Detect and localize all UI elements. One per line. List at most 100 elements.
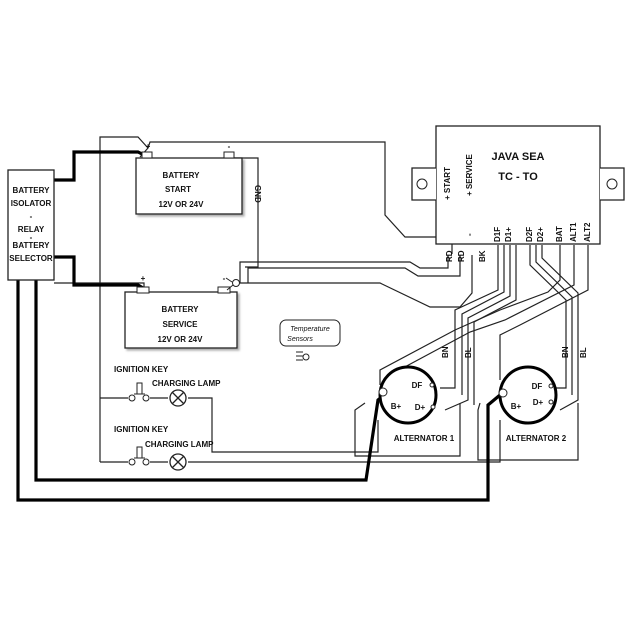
- isolator-line-5: -: [30, 233, 33, 242]
- sensor-line-1: Temperature: [290, 326, 330, 333]
- battery-service-minus-post: [217, 286, 231, 294]
- d2f-wire-a: [529, 245, 567, 389]
- alt2-dplus: D+: [533, 398, 544, 407]
- d1f-wire-b: [461, 245, 505, 395]
- battery-service: + - BATTERY SERVICE 12V OR 24V: [124, 274, 238, 349]
- isolator-line-3: -: [30, 212, 33, 221]
- sensor-callout: [279, 319, 341, 347]
- alt2-df: DF: [532, 382, 543, 391]
- alt1-wire: [387, 245, 575, 388]
- alt2-bplus-terminal: [498, 388, 508, 398]
- alternator-1: DF B+ D+ ALTERNATOR 1: [378, 365, 455, 443]
- terminal-alt2: ALT2: [583, 222, 592, 242]
- controller-body: [435, 125, 601, 245]
- alternator-2: DF B+ D+ ALTERNATOR 2: [498, 365, 567, 443]
- temperature-sensor: Temperature Sensors: [279, 319, 341, 361]
- d1f-wire-a: [440, 245, 499, 389]
- ignition-circuit-2: IGNITION KEY CHARGING LAMP: [114, 425, 214, 471]
- alt1-dplus: D+: [415, 403, 426, 412]
- isolator-line-6: BATTERY: [13, 241, 51, 250]
- terminal-bat: BAT: [555, 226, 564, 242]
- battery-service-plus-post: [136, 286, 150, 294]
- alt2-df-terminal: [548, 383, 554, 389]
- ignition-key-1-icon: [128, 382, 150, 402]
- alternator-2-body: [498, 365, 558, 425]
- thermometer-icon: [296, 351, 310, 361]
- alt2-b-plus-cable: [16, 280, 502, 502]
- lamp2-to-alt2-wire: [188, 420, 501, 463]
- start-battery-cable: [54, 150, 149, 182]
- d2p-wire-a: [541, 245, 579, 411]
- d1p-wire-b: [473, 245, 517, 405]
- battery-start-plus: +: [146, 142, 151, 151]
- battery-service-minus: -: [223, 274, 226, 283]
- ignition1-key-label: IGNITION KEY: [114, 365, 169, 374]
- alt1-dplus-terminal: [430, 404, 436, 410]
- wire-label-bn-2: BN: [561, 346, 570, 358]
- alt1-df: DF: [412, 381, 423, 390]
- battery-start-role: START: [165, 185, 191, 194]
- battery-service-voltage: 12V OR 24V: [158, 335, 204, 344]
- battery-service-body: [124, 291, 238, 349]
- ignition2-key-label: IGNITION KEY: [114, 425, 169, 434]
- battery-service-name: BATTERY: [162, 305, 200, 314]
- controller-subtitle: TC - TO: [498, 171, 538, 183]
- alt2-wire: [499, 245, 589, 380]
- alternator-1-label: ALTERNATOR 1: [394, 434, 455, 443]
- ignition2-lamp-label: CHARGING LAMP: [145, 440, 214, 449]
- shunt-connector-icon: [225, 277, 240, 291]
- isolator-line-7: SELECTOR: [9, 254, 53, 263]
- lamp1-to-alt1-wire: [188, 397, 379, 453]
- alt1-bplus: B+: [391, 402, 402, 411]
- wire-label-bl-1: BL: [464, 347, 473, 358]
- ignition1-lamp-label: CHARGING LAMP: [152, 379, 221, 388]
- wire-label-bn-1: BN: [441, 346, 450, 358]
- thin-wires: [54, 136, 589, 463]
- rd-wire-1: [239, 255, 449, 283]
- alternator-2-label: ALTERNATOR 2: [506, 434, 567, 443]
- battery-start-minus: -: [228, 142, 231, 151]
- wire-label-rd-2: RD: [457, 250, 466, 262]
- battery-start-body: [135, 157, 243, 215]
- right-mount-hole-icon: [606, 178, 618, 190]
- terminal-start: + START: [443, 167, 452, 200]
- battery-start-voltage: 12V OR 24V: [159, 200, 205, 209]
- wire-label-rd-1: RD: [445, 250, 454, 262]
- alt2-dplus-terminal: [548, 399, 554, 405]
- terminal-d1p: D1+: [504, 227, 513, 242]
- alternator-1-body: [378, 365, 438, 425]
- terminal-minus: -: [465, 233, 474, 236]
- charging-lamp-1-icon: [169, 389, 187, 407]
- alt2-bplus: B+: [511, 402, 522, 411]
- d2f-wire-b: [535, 245, 573, 395]
- rd-wire-2: [247, 255, 461, 283]
- terminal-service: + SERVICE: [465, 153, 474, 196]
- main-cables: [16, 150, 502, 502]
- bat-wire: [379, 245, 561, 385]
- left-mount-hole-icon: [416, 178, 428, 190]
- alt1-df-terminal: [429, 382, 435, 388]
- bk-wire: [233, 255, 473, 308]
- alt1-base: [354, 402, 461, 457]
- gnd-label: GND: [253, 185, 262, 203]
- battery-start-plus-post: [141, 151, 153, 159]
- terminal-d2f: D2F: [525, 227, 534, 242]
- terminal-alt1: ALT1: [569, 222, 578, 242]
- controller-title: JAVA SEA: [492, 151, 545, 163]
- battery-start-name: BATTERY: [163, 171, 201, 180]
- battery-start: + - BATTERY START 12V OR 24V: [135, 142, 243, 215]
- isolator-box: [7, 169, 55, 281]
- ignition-key-2-icon: [128, 446, 150, 466]
- battery-service-role: SERVICE: [163, 320, 199, 329]
- ignition-circuit-1: IGNITION KEY CHARGING LAMP: [114, 365, 221, 407]
- ground-rail-wire: [99, 136, 149, 462]
- battery-start-minus-post: [223, 151, 235, 159]
- battery-isolator: BATTERY ISOLATOR - RELAY - BATTERY SELEC…: [7, 169, 55, 281]
- terminal-d2p: D2+: [536, 227, 545, 242]
- wire-label-bk: BK: [478, 250, 487, 262]
- battery-service-plus: +: [141, 274, 146, 283]
- alt2-base: [477, 402, 579, 461]
- java-sea-controller: JAVA SEA TC - TO + START + SERVICE - D1F…: [411, 125, 625, 245]
- wire-label-bl-2: BL: [579, 347, 588, 358]
